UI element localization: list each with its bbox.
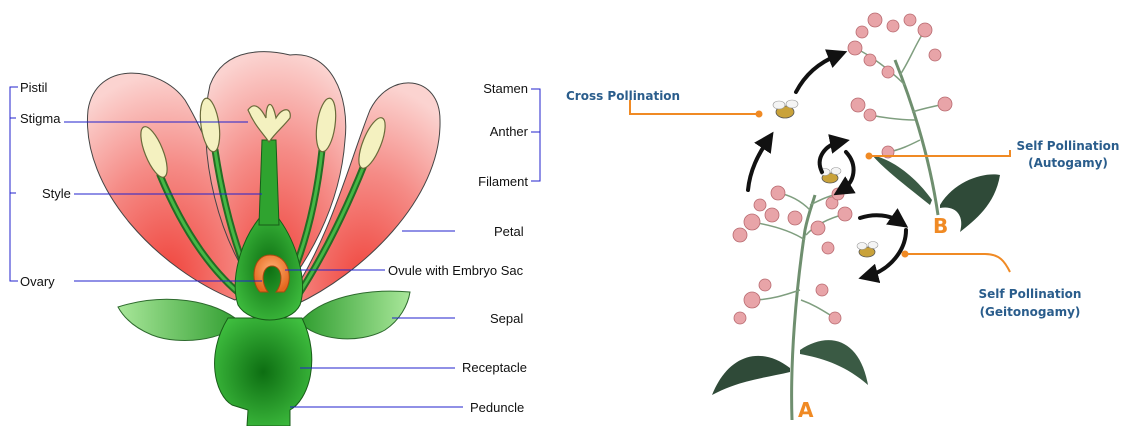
- label-stamen: Stamen: [483, 81, 528, 96]
- label-style: Style: [42, 186, 71, 201]
- label-receptacle: Receptacle: [462, 360, 527, 375]
- label-pistil: Pistil: [20, 80, 48, 95]
- orange-dots: [756, 111, 909, 258]
- plant-a-leaf-left: [712, 356, 790, 395]
- label-ovary: Ovary: [20, 274, 55, 289]
- plant-b-leaf-right: [940, 174, 1000, 232]
- label-self-geitonogamy-1: Self Pollination: [979, 287, 1082, 301]
- pistil-bracket: [10, 87, 18, 281]
- arrow-cross-upper: [796, 55, 838, 92]
- arrow-geito-top: [860, 215, 900, 222]
- bee-geitonogamy: [857, 242, 878, 258]
- plant-a-leaf-right: [800, 340, 868, 385]
- label-cross-pollination: Cross Pollination: [566, 89, 680, 103]
- sepal-right: [300, 291, 410, 339]
- label-self-autogamy-2: (Autogamy): [1028, 156, 1108, 170]
- plant-a-label: A: [798, 398, 814, 422]
- flower-structure-diagram: Pistil Stigma Style Ovary Stamen Anther …: [10, 52, 540, 426]
- receptacle-peduncle: [215, 318, 312, 426]
- label-anther: Anther: [490, 124, 529, 139]
- bee-cross: [773, 100, 798, 118]
- plant-a: A: [712, 186, 868, 422]
- bees: [773, 100, 878, 257]
- pollination-diagram: A B: [566, 13, 1119, 422]
- label-peduncle: Peduncle: [470, 400, 524, 415]
- label-stigma: Stigma: [20, 111, 61, 126]
- label-petal: Petal: [494, 224, 524, 239]
- label-self-geitonogamy-2: (Geitonogamy): [980, 305, 1081, 319]
- arrow-autogamy-bottom: [842, 152, 854, 190]
- label-ovule: Ovule with Embryo Sac: [388, 263, 524, 278]
- label-sepal: Sepal: [490, 311, 523, 326]
- orange-leaders: [630, 100, 1010, 272]
- plant-b: B: [848, 13, 1000, 238]
- plant-b-leaf-left: [872, 155, 932, 205]
- arrow-cross-lower: [748, 140, 768, 190]
- style: [259, 140, 279, 225]
- stamen-bracket: [531, 89, 540, 181]
- plant-b-label: B: [933, 214, 948, 238]
- label-filament: Filament: [478, 174, 528, 189]
- plant-b-flowers: [848, 13, 952, 158]
- plant-a-flowers: [733, 186, 852, 324]
- label-self-autogamy-1: Self Pollination: [1017, 139, 1120, 153]
